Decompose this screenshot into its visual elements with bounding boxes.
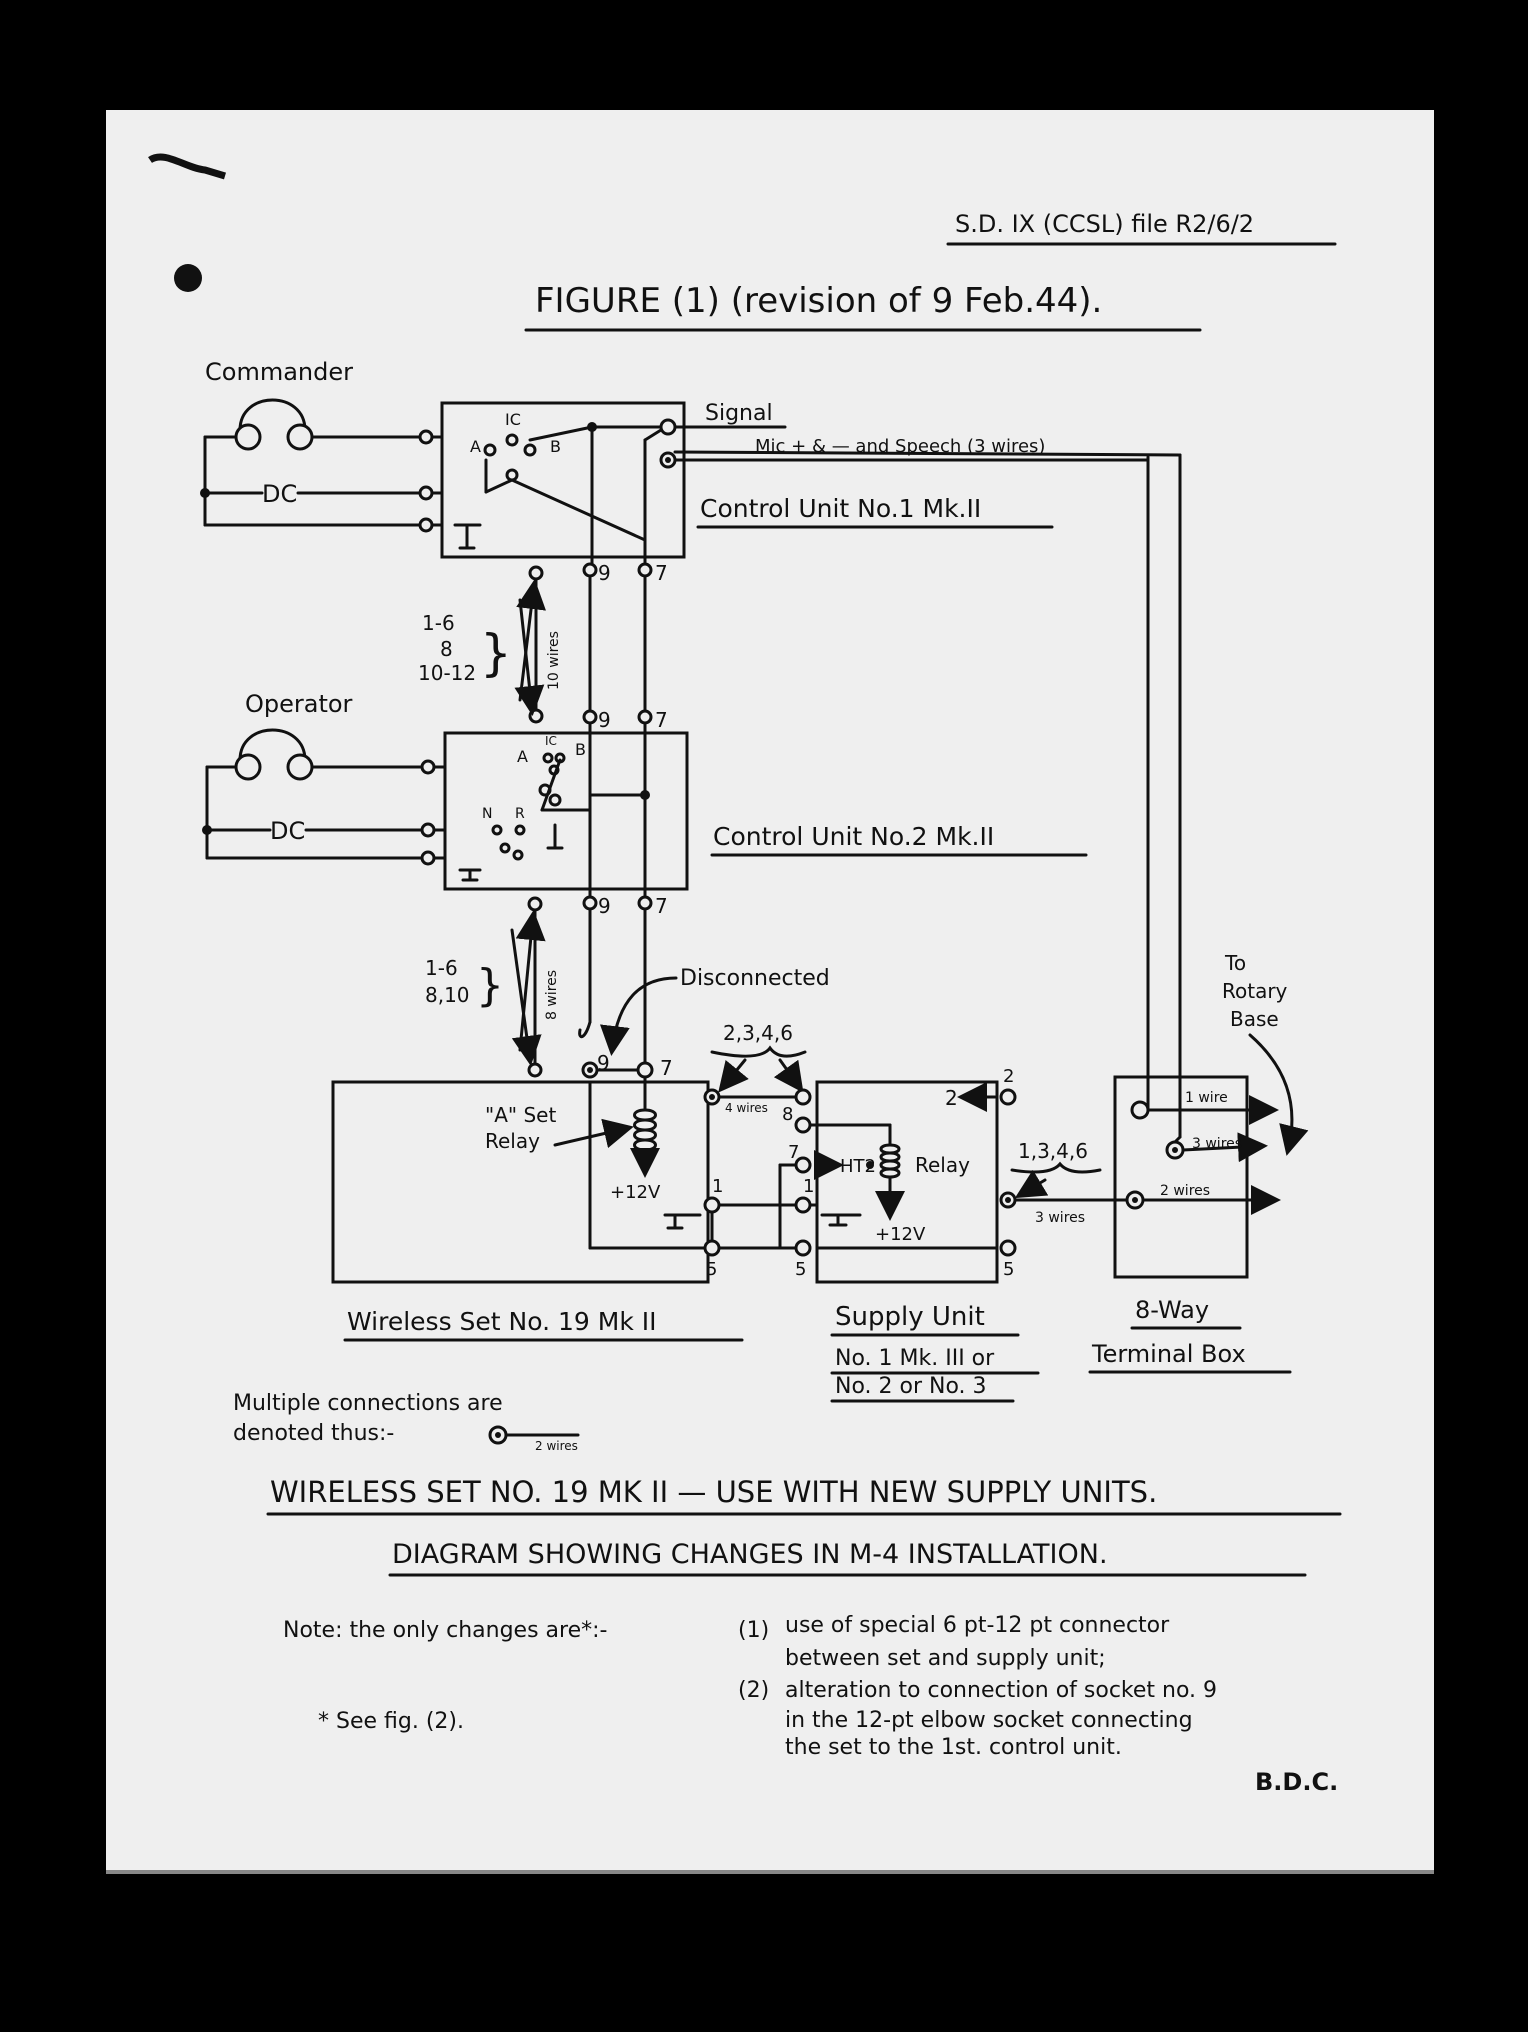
rotary-label-2: Rotary: [1222, 979, 1288, 1003]
cu2-top-pin9: 9: [598, 708, 611, 732]
bundle2-pins-b: 8,10: [425, 983, 470, 1007]
legend-line-2: denoted thus:-: [233, 1421, 394, 1446]
bundle1-pins-c: 10-12: [418, 661, 476, 685]
bundle2-pins-a: 1-6: [425, 956, 458, 980]
legend-wires: 2 wires: [535, 1439, 578, 1453]
file-reference: S.D. IX (CCSL) file R2/6/2: [955, 210, 1254, 238]
headline: WIRELESS SET NO. 19 MK II — USE WITH NEW…: [270, 1475, 1157, 1509]
bundle1-brace: }: [480, 624, 512, 682]
operator-label: Operator: [245, 690, 353, 718]
supply-pin2: 2: [1003, 1066, 1014, 1087]
figure-title: FIGURE (1) (revision of 9 Feb.44).: [535, 281, 1102, 321]
supply-right-pin5: 5: [1003, 1259, 1014, 1280]
operator-mic-icon: DC: [270, 817, 305, 845]
bundle1-pins-b: 8: [440, 637, 453, 661]
supply-unit: 2 HT2 Relay +12V: [814, 1080, 999, 1284]
switch-r-label: R: [515, 806, 525, 822]
control-unit-2: A B IC N R: [443, 731, 689, 891]
cu2-bottom-pin9: 9: [598, 894, 611, 918]
pins-2346-label: 2,3,4,6: [723, 1021, 793, 1045]
supply-unit-label-2: No. 1 Mk. III or: [835, 1346, 995, 1371]
note-1-line-2: between set and supply unit;: [785, 1646, 1106, 1671]
one-wire-label: 1 wire: [1185, 1090, 1228, 1106]
supply-relay-label: Relay: [915, 1153, 970, 1177]
bundle1-pins-a: 1-6: [422, 611, 455, 635]
three-wires-label: 3 wires: [1035, 1210, 1085, 1226]
pins-13456-label: 1,3,4,6: [1018, 1139, 1088, 1163]
wireless-set-label: Wireless Set No. 19 Mk II: [347, 1307, 657, 1336]
initials: B.D.C.: [1255, 1768, 1338, 1796]
note-2-line-2: in the 12-pt elbow socket connecting: [785, 1708, 1193, 1733]
supply-pin7: 7: [788, 1142, 799, 1163]
two-wires-label: 2 wires: [1160, 1183, 1210, 1199]
supply-unit-label-1: Supply Unit: [835, 1302, 985, 1332]
four-wires-label: 4 wires: [725, 1101, 768, 1115]
signal-label: Signal: [705, 401, 773, 426]
control-unit-1-label: Control Unit No.1 Mk.II: [700, 494, 981, 523]
switch-b2-label: B: [575, 740, 586, 759]
switch-a-label: A: [470, 437, 481, 456]
set-pin1: 1: [712, 1176, 723, 1197]
cu2-top-pin7: 7: [655, 708, 668, 732]
supply-pin2-inner: 2: [945, 1086, 958, 1110]
note-1-number: (1): [738, 1618, 769, 1643]
ic-label: IC: [505, 410, 521, 429]
subheadline: DIAGRAM SHOWING CHANGES IN M-4 INSTALLAT…: [392, 1539, 1108, 1570]
wireless-set-19: "A" Set Relay +12V: [331, 1068, 710, 1284]
ht2-label: HT2: [840, 1156, 876, 1177]
punch-hole-mark: [148, 153, 227, 292]
set-plus12v: +12V: [610, 1182, 661, 1203]
footnote: * See fig. (2).: [318, 1709, 464, 1734]
paper-background: [106, 110, 1434, 1872]
supply-pin8: 8: [782, 1104, 793, 1125]
cu1-pin9: 9: [598, 561, 611, 585]
cu1-pin7: 7: [655, 561, 668, 585]
note-2-line-1: alteration to connection of socket no. 9: [785, 1678, 1217, 1703]
a-set-relay-label-1: "A" Set: [485, 1103, 556, 1127]
set-pin5: 5: [706, 1259, 717, 1280]
bundle1-wires: 10 wires: [546, 631, 562, 690]
control-unit-1: IC A B: [440, 401, 686, 559]
switch-a2-label: A: [517, 747, 528, 766]
commander-mic-icon: DC: [262, 480, 297, 508]
disconnected-label: Disconnected: [680, 966, 830, 991]
switch-n-label: N: [482, 806, 492, 822]
bundle2-wires: 8 wires: [544, 970, 560, 1020]
note-1-line-1: use of special 6 pt-12 pt connector: [785, 1613, 1170, 1638]
supply-unit-label-3: No. 2 or No. 3: [835, 1374, 987, 1399]
a-set-relay-label-2: Relay: [485, 1129, 540, 1153]
note-intro: Note: the only changes are*:-: [283, 1618, 607, 1643]
ic2-label: IC: [545, 734, 557, 748]
rotary-label-3: Base: [1230, 1007, 1279, 1031]
commander-label: Commander: [205, 358, 353, 386]
supply-plus12v: +12V: [875, 1224, 926, 1245]
control-unit-2-label: Control Unit No.2 Mk.II: [713, 822, 994, 851]
commander-headset-icon: [234, 398, 314, 451]
supply-pin1: 1: [803, 1176, 814, 1197]
bundle2-brace: }: [476, 960, 504, 1011]
note-2-line-3: the set to the 1st. control unit.: [785, 1735, 1122, 1760]
set-pin7: 7: [660, 1056, 673, 1080]
legend-line-1: Multiple connections are: [233, 1391, 503, 1416]
terminal-box-label-1: 8-Way: [1135, 1296, 1209, 1324]
rotary-label-1: To: [1224, 951, 1246, 975]
terminal-box-label-2: Terminal Box: [1091, 1340, 1246, 1368]
switch-b-label: B: [550, 437, 561, 456]
supply-pin5: 5: [795, 1259, 806, 1280]
three-wires-b-label: 3 wires: [1192, 1136, 1242, 1152]
cu2-bottom-pin7: 7: [655, 894, 668, 918]
note-2-number: (2): [738, 1678, 769, 1703]
